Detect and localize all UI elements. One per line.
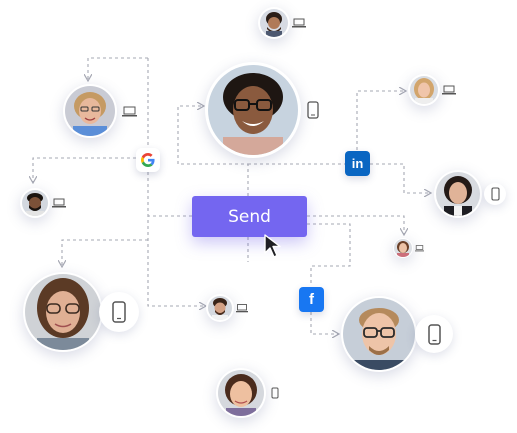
phone-icon	[301, 98, 325, 122]
avatar	[408, 74, 440, 106]
mouse-pointer-icon	[263, 233, 287, 264]
avatar	[341, 296, 417, 372]
avatar	[63, 84, 117, 138]
google-icon	[141, 153, 155, 167]
laptop-icon	[440, 81, 458, 99]
avatar	[205, 62, 301, 158]
laptop-icon	[50, 194, 68, 212]
avatar	[216, 368, 266, 418]
recipient-bottom-right-man	[341, 296, 453, 372]
recipient-left-woman-blonde	[63, 84, 139, 138]
avatar	[393, 238, 413, 258]
avatar	[258, 7, 290, 39]
laptop-icon	[119, 101, 139, 121]
recipient-right-woman-dark	[434, 170, 506, 218]
avatar	[206, 294, 234, 322]
recipient-center-woman	[205, 62, 325, 158]
phone-icon	[266, 384, 284, 402]
laptop-icon	[413, 242, 425, 254]
recipient-right-small-woman	[393, 238, 425, 258]
avatar	[20, 188, 50, 218]
linkedin-icon: in	[351, 156, 364, 171]
avatar	[434, 170, 482, 218]
recipient-top-center	[258, 7, 308, 39]
facebook-badge: f	[299, 287, 324, 312]
linkedin-badge: in	[345, 151, 370, 176]
facebook-icon: f	[309, 291, 314, 308]
google-badge	[136, 148, 160, 172]
send-button[interactable]: Send	[192, 196, 307, 237]
recipient-left-man-beard	[20, 188, 68, 218]
recipient-center-man-small	[206, 294, 250, 322]
avatar	[23, 272, 103, 352]
recipient-bottom-left-woman	[23, 272, 139, 352]
phone-icon	[415, 315, 453, 353]
laptop-icon	[290, 14, 308, 32]
recipient-bottom-center-woman	[216, 368, 284, 418]
laptop-icon	[234, 300, 250, 316]
phone-icon	[484, 183, 506, 205]
phone-icon	[99, 292, 139, 332]
recipient-right-woman-blonde	[408, 74, 458, 106]
